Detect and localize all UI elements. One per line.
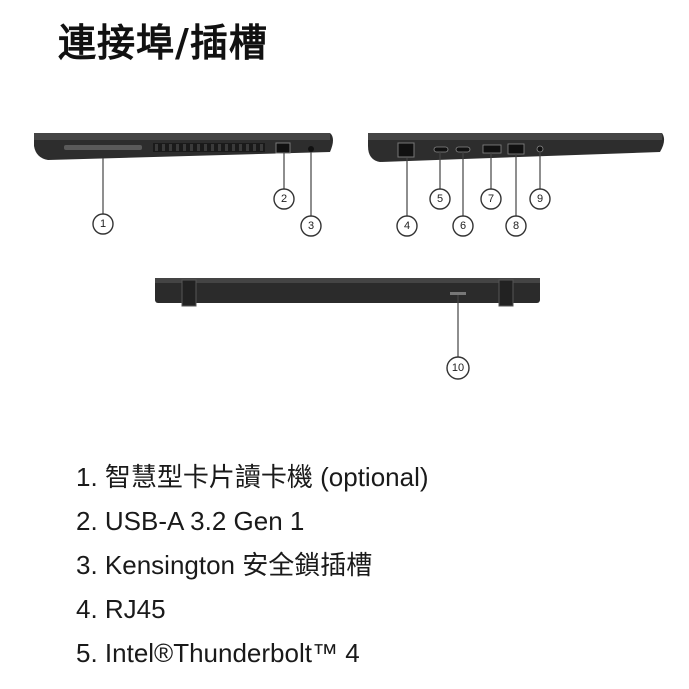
legend-item: 2. USB-A 3.2 Gen 1 xyxy=(76,506,305,536)
svg-text:3: 3 xyxy=(308,220,314,232)
legend-item: 5. Intel®Thunderbolt™ 4 xyxy=(76,638,360,668)
left-vent-grille xyxy=(153,143,265,152)
svg-text:1: 1 xyxy=(100,218,106,230)
vent-slat xyxy=(246,144,249,151)
vent-slat xyxy=(176,144,179,151)
vent-slat xyxy=(169,144,172,151)
svg-text:10: 10 xyxy=(452,362,464,374)
thunderbolt-port-1 xyxy=(433,146,449,153)
vent-slat xyxy=(155,144,158,151)
vent-slat xyxy=(190,144,193,151)
svg-text:8: 8 xyxy=(513,220,519,232)
vent-slat xyxy=(204,144,207,151)
thunderbolt-port-2 xyxy=(455,146,471,153)
callout-2: 2 xyxy=(273,188,295,210)
svg-text:5: 5 xyxy=(437,193,443,205)
svg-text:2: 2 xyxy=(281,193,287,205)
callout-leaders xyxy=(102,152,541,358)
callout-10: 10 xyxy=(446,356,470,380)
laptop-ports-diagram: 1 2 3 4 5 6 7 8 9 10 xyxy=(34,133,665,380)
vent-slat xyxy=(239,144,242,151)
smart-card-slot xyxy=(64,145,142,150)
vent-slat xyxy=(183,144,186,151)
laptop-right-side-view xyxy=(368,133,665,162)
vent-slat xyxy=(218,144,221,151)
nano-sim-slot xyxy=(450,292,466,295)
usb-a-port-right xyxy=(507,143,525,155)
vent-slat xyxy=(225,144,228,151)
callout-4: 4 xyxy=(396,215,418,237)
usb-a-port xyxy=(275,142,291,154)
audio-jack xyxy=(536,145,544,153)
callout-7: 7 xyxy=(480,188,502,210)
legend-item: 1. 智慧型卡片讀卡機 (optional) xyxy=(76,462,429,492)
svg-text:6: 6 xyxy=(460,220,466,232)
vent-slat xyxy=(162,144,165,151)
kensington-slot xyxy=(308,146,314,152)
callout-9: 9 xyxy=(529,188,551,210)
callout-6: 6 xyxy=(452,215,474,237)
laptop-left-side-view xyxy=(34,133,333,160)
page-title: 連接埠/插槽 xyxy=(58,21,268,65)
hdmi-port xyxy=(482,144,502,154)
vent-slat xyxy=(260,144,263,151)
rj45-port xyxy=(397,142,415,158)
laptop-rear-view xyxy=(155,278,540,307)
callout-3: 3 xyxy=(300,215,322,237)
callout-8: 8 xyxy=(505,215,527,237)
vent-slat xyxy=(232,144,235,151)
svg-text:9: 9 xyxy=(537,193,543,205)
port-legend-list: 1. 智慧型卡片讀卡機 (optional) 2. USB-A 3.2 Gen … xyxy=(76,455,429,675)
callout-1: 1 xyxy=(92,213,114,235)
callout-5: 5 xyxy=(429,188,451,210)
svg-text:4: 4 xyxy=(404,220,410,232)
legend-item: 3. Kensington 安全鎖插槽 xyxy=(76,550,373,580)
svg-text:7: 7 xyxy=(488,193,494,205)
vent-slat xyxy=(197,144,200,151)
legend-item: 4. RJ45 xyxy=(76,594,166,624)
vent-slat xyxy=(253,144,256,151)
vent-slat xyxy=(211,144,214,151)
